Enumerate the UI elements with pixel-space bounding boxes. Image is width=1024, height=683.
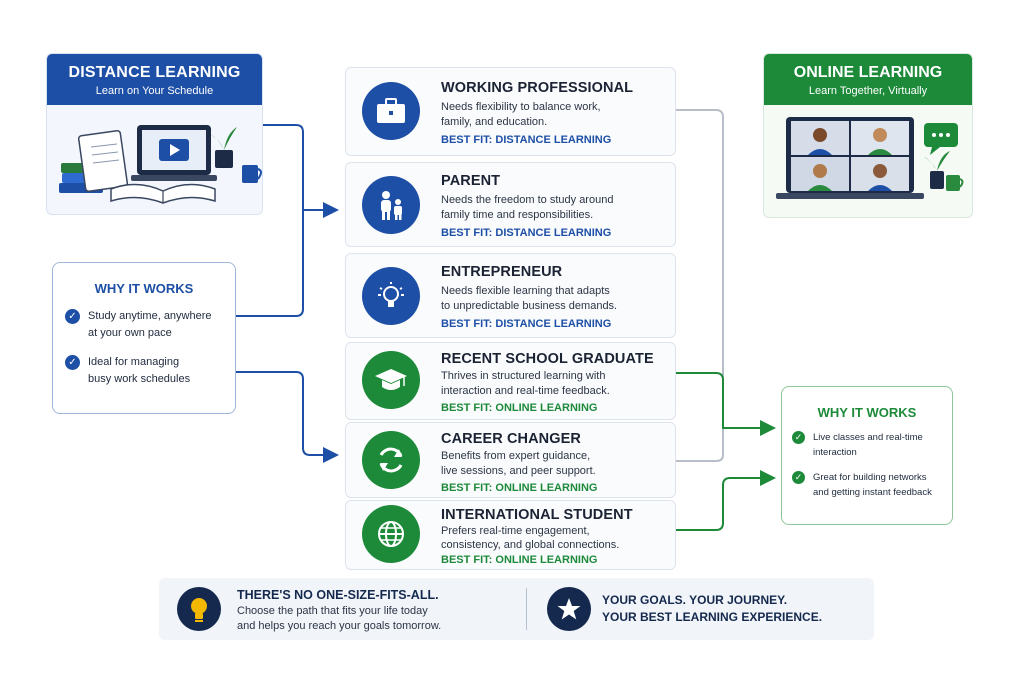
why-item: ✓ Study anytime, anywhere at your own pa… — [65, 308, 225, 342]
lightbulb-icon — [362, 267, 420, 325]
family-icon — [362, 176, 420, 234]
persona-best-fit: BEST FIT: ONLINE LEARNING — [441, 554, 598, 566]
banner-left-line: Choose the path that fits your life toda… — [237, 605, 428, 617]
why-it-works-distance-title: WHY IT WORKS — [94, 281, 194, 296]
distance-learning-title: DISTANCE LEARNING — [68, 64, 241, 81]
check-icon: ✓ — [792, 431, 805, 444]
why-it-works-online-title: WHY IT WORKS — [817, 405, 917, 420]
persona-card-parent: PARENT Needs the freedom to study around… — [345, 162, 676, 247]
persona-card-entrepreneur: ENTREPRENEUR Needs flexible learning tha… — [345, 253, 676, 338]
why-item-line: Great for building networks — [813, 472, 927, 483]
distance-learning-subtitle: Learn on Your Schedule — [95, 85, 214, 97]
banner-right-text: YOUR GOALS. YOUR JOURNEY. YOUR BEST LEAR… — [602, 592, 822, 626]
globe-icon — [362, 505, 420, 563]
banner-left-title: THERE'S NO ONE-SIZE-FITS-ALL. — [237, 588, 439, 602]
persona-best-fit: BEST FIT: DISTANCE LEARNING — [441, 134, 612, 146]
persona-title: CAREER CHANGER — [441, 431, 581, 447]
star-icon — [547, 587, 591, 631]
why-item-line: Study anytime, anywhere — [88, 310, 212, 322]
online-learning-header: ONLINE LEARNING Learn Together, Virtuall… — [764, 54, 972, 105]
graduation-cap-icon — [362, 351, 420, 409]
connector-gray-right — [676, 109, 724, 462]
why-item-line: busy work schedules — [88, 373, 191, 385]
why-item-line: Ideal for managing — [88, 356, 180, 368]
check-icon: ✓ — [65, 355, 80, 370]
why-item-line: at your own pace — [88, 327, 172, 339]
banner-right-line: YOUR GOALS. YOUR JOURNEY. — [602, 593, 788, 607]
banner-left-text: THERE'S NO ONE-SIZE-FITS-ALL. Choose the… — [237, 588, 441, 634]
why-item: ✓ Great for building networks and gettin… — [792, 470, 944, 500]
refresh-icon — [362, 431, 420, 489]
connector-why-left-to-online — [236, 371, 339, 463]
lightbulb-icon — [177, 587, 221, 631]
persona-description: Prefers real-time engagement,consistency… — [441, 525, 620, 551]
connector-dl-to-personas — [263, 124, 339, 218]
online-learning-subtitle: Learn Together, Virtually — [808, 85, 928, 97]
why-it-works-online: WHY IT WORKS ✓ Live classes and real-tim… — [781, 386, 953, 525]
check-icon: ✓ — [792, 471, 805, 484]
why-item-line: and getting instant feedback — [813, 487, 932, 498]
persona-best-fit: BEST FIT: DISTANCE LEARNING — [441, 318, 612, 330]
why-item-line: interaction — [813, 447, 857, 458]
why-item-text: Ideal for managing busy work schedules — [88, 354, 190, 388]
persona-best-fit: BEST FIT: DISTANCE LEARNING — [441, 227, 612, 239]
why-item: ✓ Live classes and real-time interaction — [792, 430, 944, 460]
persona-best-fit: BEST FIT: ONLINE LEARNING — [441, 402, 598, 414]
persona-card-international-student: INTERNATIONAL STUDENT Prefers real-time … — [345, 500, 676, 570]
persona-card-working-professional: WORKING PROFESSIONAL Needs flexibility t… — [345, 67, 676, 156]
persona-title: INTERNATIONAL STUDENT — [441, 507, 633, 523]
persona-card-career-changer: CAREER CHANGER Benefits from expert guid… — [345, 422, 676, 498]
online-learning-panel: ONLINE LEARNING Learn Together, Virtuall… — [763, 53, 973, 218]
persona-title: ENTREPRENEUR — [441, 264, 563, 280]
why-item-line: Live classes and real-time — [813, 432, 923, 443]
why-item: ✓ Ideal for managing busy work schedules — [65, 354, 225, 388]
connector-why-left-top — [236, 210, 304, 317]
why-item-text: Great for building networks and getting … — [813, 470, 932, 500]
check-icon: ✓ — [65, 309, 80, 324]
connector-graduate-to-why-right — [676, 372, 776, 436]
bottom-banner: THERE'S NO ONE-SIZE-FITS-ALL. Choose the… — [159, 578, 874, 640]
video-call-illustration — [776, 117, 964, 199]
banner-right-line: YOUR BEST LEARNING EXPERIENCE. — [602, 610, 823, 624]
persona-description: Benefits from expert guidance,live sessi… — [441, 450, 596, 477]
persona-title: RECENT SCHOOL GRADUATE — [441, 351, 654, 367]
distance-learning-header: DISTANCE LEARNING Learn on Your Schedule — [47, 54, 262, 105]
why-item-text: Study anytime, anywhere at your own pace — [88, 308, 212, 342]
connector-intl-to-why-right — [676, 470, 776, 531]
persona-best-fit: BEST FIT: ONLINE LEARNING — [441, 482, 598, 494]
persona-title: PARENT — [441, 173, 501, 189]
persona-description: Needs flexibility to balance work,family… — [441, 101, 601, 128]
why-it-works-distance: WHY IT WORKS ✓ Study anytime, anywhere a… — [52, 262, 236, 414]
persona-card-recent-school-graduate: RECENT SCHOOL GRADUATE Thrives in struct… — [345, 342, 676, 420]
online-learning-title: ONLINE LEARNING — [793, 64, 943, 81]
banner-left-line: and helps you reach your goals tomorrow. — [237, 620, 442, 632]
briefcase-icon — [362, 82, 420, 140]
banner-divider — [526, 588, 527, 630]
study-desk-illustration — [59, 125, 262, 204]
why-item-text: Live classes and real-time interaction — [813, 430, 923, 460]
persona-title: WORKING PROFESSIONAL — [441, 80, 634, 96]
distance-learning-panel: DISTANCE LEARNING Learn on Your Schedule — [46, 53, 263, 215]
